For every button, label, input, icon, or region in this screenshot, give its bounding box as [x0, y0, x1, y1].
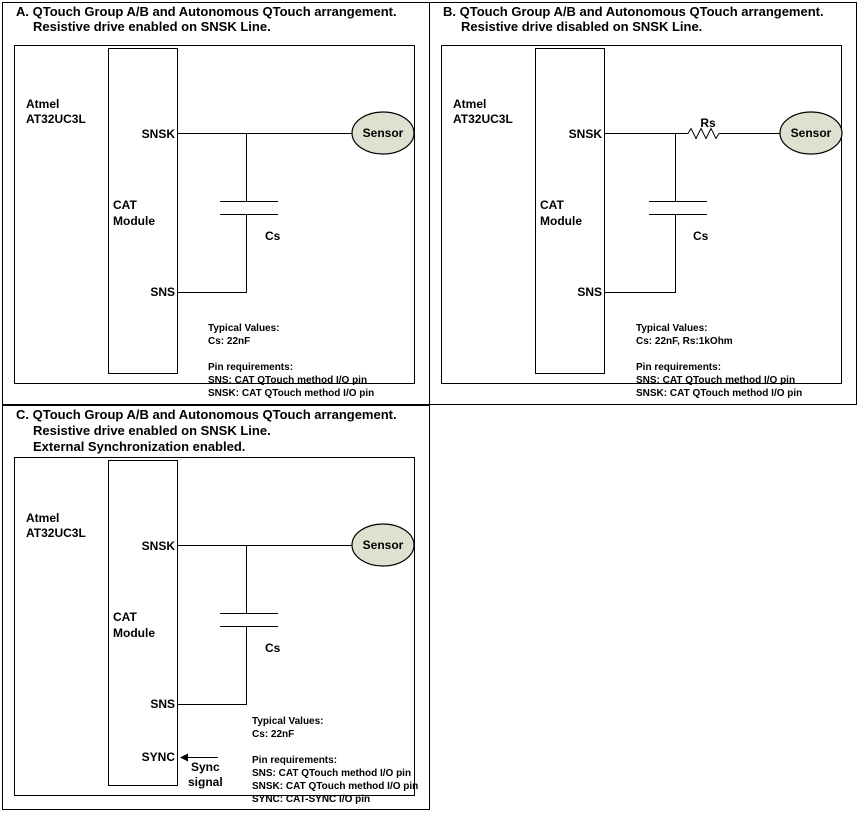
- panel-b-title-line2: Resistive drive disabled on SNSK Line.: [461, 19, 702, 34]
- panel-a-title-line2: Resistive drive enabled on SNSK Line.: [33, 19, 271, 34]
- panel-b-mcu-outline: [441, 45, 842, 384]
- panel-a-pin-req-2: SNSK: CAT QTouch method I/O pin: [208, 388, 374, 399]
- panel-c-cap-label: Cs: [265, 641, 281, 655]
- panel-c-chip-name-line2: AT32UC3L: [26, 526, 86, 540]
- panel-c-sync-signal-line1: Sync: [191, 760, 220, 774]
- panel-a-cat-module-block: [108, 48, 178, 374]
- panel-b-title-line1: B. QTouch Group A/B and Autonomous QTouc…: [443, 4, 824, 19]
- panel-b-pin-req-2: SNSK: CAT QTouch method I/O pin: [636, 388, 802, 399]
- panel-b-chip-name-line2: AT32UC3L: [453, 112, 513, 126]
- panel-b-typical-heading: Typical Values:: [636, 323, 708, 334]
- panel-c-pin-req-2: SNSK: CAT QTouch method I/O pin: [252, 781, 418, 792]
- panel-b-sensor-label: Sensor: [791, 126, 832, 140]
- panel-c-title-line1: C. QTouch Group A/B and Autonomous QTouc…: [16, 407, 397, 422]
- panel-c-chip-name-line1: Atmel: [26, 511, 59, 525]
- panel-b-module-label-line1: CAT: [540, 198, 564, 212]
- panel-c-cat-module-block: [108, 460, 178, 786]
- panel-c-pin-snsk-label: SNSK: [142, 539, 176, 553]
- panel-b-frame: [429, 2, 857, 405]
- panel-c-mcu-outline: [14, 457, 415, 796]
- panel-a-pin-sns-label: SNS: [150, 285, 175, 299]
- panel-a: A. QTouch Group A/B and Autonomous QTouc…: [2, 2, 430, 405]
- panel-c-sync-signal-line2: signal: [188, 775, 223, 789]
- panel-a-cap-label: Cs: [265, 229, 281, 243]
- panel-c-module-label-line1: CAT: [113, 610, 137, 624]
- panel-a-sns-wire: [178, 214, 247, 293]
- panel-b-pin-req-heading: Pin requirements:: [636, 362, 721, 373]
- panel-a-chip-name-line2: AT32UC3L: [26, 112, 86, 126]
- panel-b-typical-value: Cs: 22nF, Rs:1kOhm: [636, 336, 733, 347]
- panel-c-module-label-line2: Module: [113, 626, 155, 640]
- panel-b-module-label-line2: Module: [540, 214, 582, 228]
- panel-b: B. QTouch Group A/B and Autonomous QTouc…: [429, 2, 857, 405]
- panel-a-typical-heading: Typical Values:: [208, 323, 280, 334]
- panel-b-sns-wire: [605, 214, 676, 293]
- panel-b-sensor-shape: [779, 111, 843, 155]
- panel-c-typical-heading: Typical Values:: [252, 716, 324, 727]
- panel-a-typical-value: Cs: 22nF: [208, 336, 250, 347]
- panel-b-chip-name-line1: Atmel: [453, 97, 486, 111]
- panel-b-pin-req-1: SNS: CAT QTouch method I/O pin: [636, 375, 795, 386]
- panel-c: C. QTouch Group A/B and Autonomous QTouc…: [2, 405, 430, 810]
- panel-c-pin-sns-label: SNS: [150, 697, 175, 711]
- panel-b-pin-snsk-label: SNSK: [569, 127, 603, 141]
- panel-a-chip-name-line1: Atmel: [26, 97, 59, 111]
- panel-b-resistor-label: Rs: [700, 116, 716, 130]
- panel-a-pin-req-heading: Pin requirements:: [208, 362, 293, 373]
- panel-c-pin-req-1: SNS: CAT QTouch method I/O pin: [252, 768, 411, 779]
- panel-c-sync-arrow-icon: [180, 753, 218, 762]
- panel-c-sns-wire: [178, 626, 247, 705]
- panel-b-cat-module-block: [535, 48, 605, 374]
- panel-b-cap-label: Cs: [693, 229, 709, 243]
- panel-c-pin-req-heading: Pin requirements:: [252, 755, 337, 766]
- panel-c-typical-value: Cs: 22nF: [252, 729, 294, 740]
- panel-a-module-label-line1: CAT: [113, 198, 137, 212]
- panel-b-pin-sns-label: SNS: [577, 285, 602, 299]
- panel-a-pin-req-1: SNS: CAT QTouch method I/O pin: [208, 375, 367, 386]
- panel-a-sensor-label: Sensor: [363, 126, 404, 140]
- panel-a-pin-snsk-label: SNSK: [142, 127, 176, 141]
- panel-a-mcu-outline: [14, 45, 415, 384]
- panel-c-pin-sync-label: SYNC: [142, 750, 176, 764]
- panel-c-sensor-shape: [351, 523, 415, 567]
- panel-c-frame: [2, 405, 430, 810]
- panel-c-title-line3: External Synchronization enabled.: [33, 439, 245, 454]
- panel-a-module-label-line2: Module: [113, 214, 155, 228]
- panel-b-snsk-wire-with-resistor: [605, 127, 780, 140]
- panel-a-title-line1: A. QTouch Group A/B and Autonomous QTouc…: [16, 4, 397, 19]
- panel-c-sensor-label: Sensor: [363, 538, 404, 552]
- panel-a-sensor-shape: [351, 111, 415, 155]
- panel-c-pin-req-3: SYNC: CAT-SYNC I/O pin: [252, 794, 370, 805]
- panel-c-title-line2: Resistive drive enabled on SNSK Line.: [33, 423, 271, 438]
